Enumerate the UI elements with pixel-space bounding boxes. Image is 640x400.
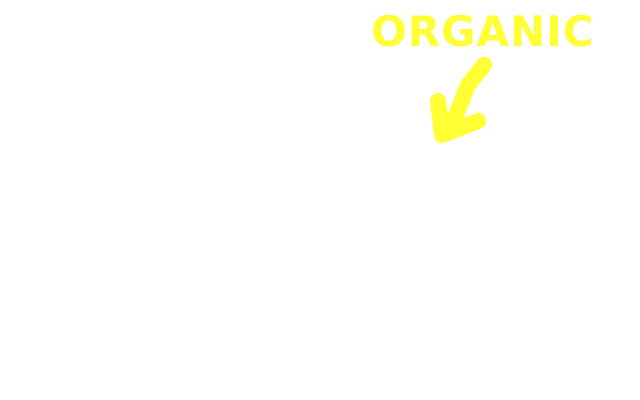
hand-drawn-arrow-icon [430, 57, 492, 143]
organic-label: ORGANIC [371, 7, 595, 56]
